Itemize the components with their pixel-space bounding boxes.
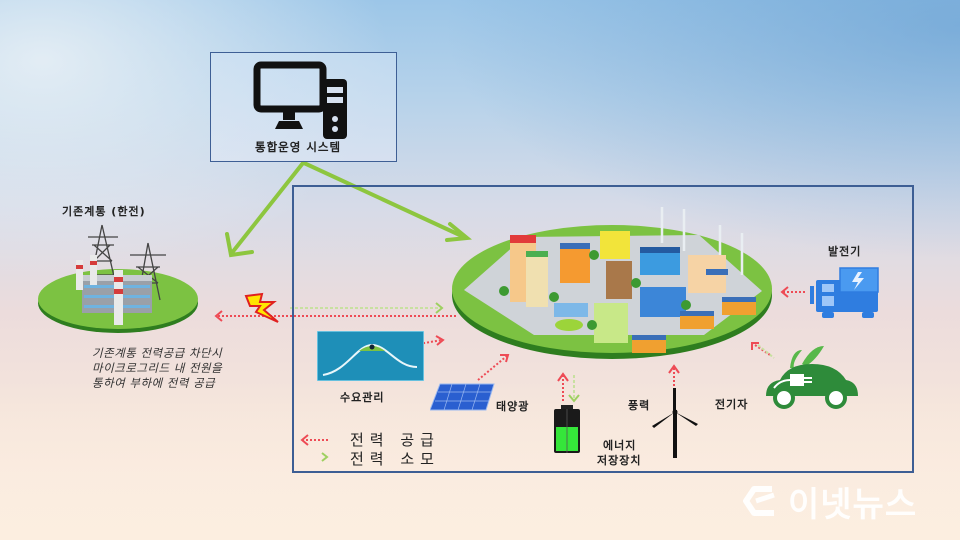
sky-shade — [440, 0, 960, 260]
legend-supply-label: 전력 공급 — [350, 431, 440, 449]
note-line-2: 마이크로그리드 내 전원을 — [92, 361, 223, 375]
wind-turbine-icon — [652, 388, 698, 458]
legend-consume-label: 전력 소모 — [350, 450, 440, 468]
watermark: 이넷뉴스 — [742, 478, 918, 525]
energy-storage-label-1: 에너지 — [603, 439, 637, 452]
existing-grid-label: 기존계통 (한전) — [62, 205, 146, 218]
note-line-1: 기존계통 전력공급 차단시 — [92, 346, 223, 360]
arrow-to-existing-grid — [229, 161, 305, 256]
microgrid-boundary-box — [292, 185, 914, 473]
generator-label: 발전기 — [828, 245, 862, 258]
arrow-to-microgrid — [302, 161, 466, 239]
arrow-ev-down — [757, 344, 775, 359]
arrow-solar — [477, 354, 509, 381]
solar-panel-icon — [430, 383, 495, 411]
note-line-3: 통하여 부하에 전력 공급 — [92, 376, 216, 390]
generator-icon — [810, 267, 879, 318]
e-logo-icon — [743, 486, 775, 516]
ev-label: 전기자 — [715, 398, 749, 411]
battery-icon — [554, 405, 580, 453]
desktop-computer-icon — [253, 61, 347, 139]
electric-car-icon — [766, 346, 858, 409]
demand-management-label: 수요관리 — [340, 391, 385, 404]
demand-curve-icon — [317, 331, 424, 381]
integrated-operation-system-box: 통합운영 시스템 — [210, 52, 397, 162]
power-cut-lightning-icon — [244, 292, 279, 323]
smart-city-island-icon — [452, 207, 772, 359]
watermark-text: 이넷뉴스 — [788, 484, 918, 525]
grid-cutoff-note: 기존계통 전력공급 차단시 마이크로그리드 내 전원을 통하여 부하에 전력 공… — [92, 346, 292, 391]
wind-label: 풍력 — [628, 399, 651, 412]
integrated-operation-system-label: 통합운영 시스템 — [255, 140, 342, 154]
solar-label: 태양광 — [496, 400, 530, 413]
energy-storage-label-2: 저장장치 — [597, 454, 642, 467]
power-plant-with-transmission-towers-icon — [38, 224, 198, 333]
